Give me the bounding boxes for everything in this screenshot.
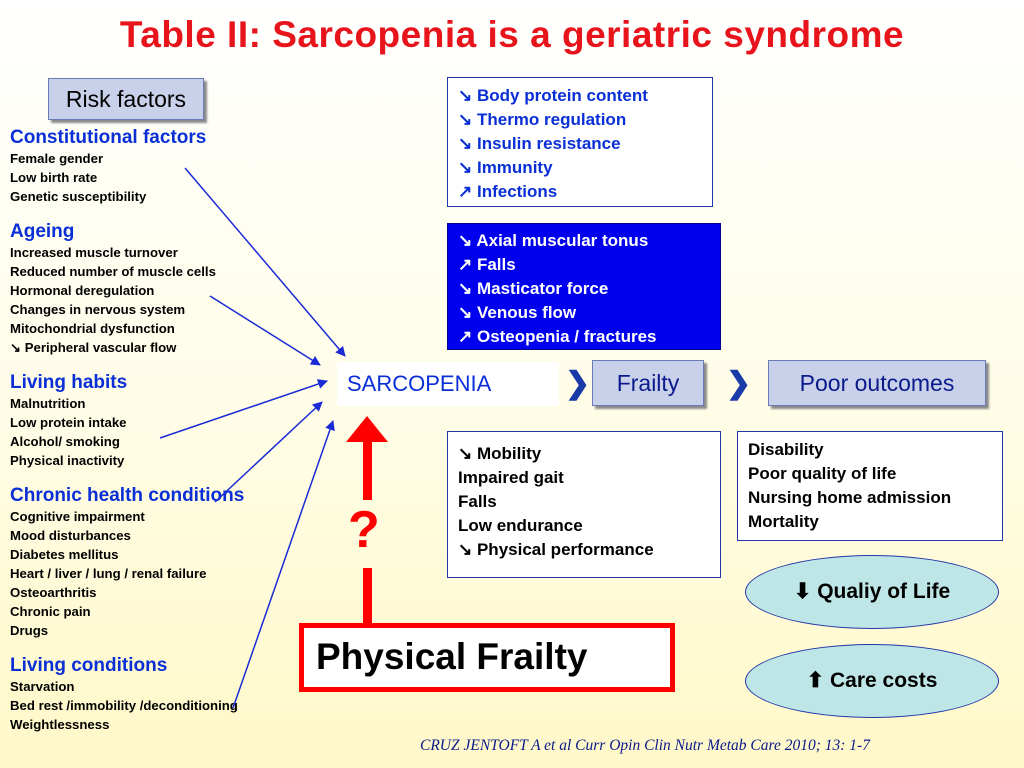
- risk-item: Hormonal deregulation: [10, 283, 155, 298]
- risk-factors-label: Risk factors: [48, 78, 204, 120]
- citation: CRUZ JENTOFT A et al Curr Opin Clin Nutr…: [420, 737, 870, 754]
- risk-item: Reduced number of muscle cells: [10, 264, 216, 279]
- effect-line: ↘ Axial muscular tonus: [458, 231, 649, 250]
- risk-item: ↘ Peripheral vascular flow: [10, 340, 177, 355]
- arrow-living-conditions: [232, 420, 335, 709]
- question-mark: ?: [348, 501, 380, 559]
- risk-item: Genetic susceptibility: [10, 189, 147, 204]
- risk-item: Malnutrition: [10, 396, 86, 411]
- poor-outcomes-node: Poor outcomes: [768, 360, 986, 406]
- risk-item: Physical inactivity: [10, 453, 125, 468]
- risk-group-heading: Ageing: [10, 221, 75, 242]
- outcomes-box: Disability Poor quality of life Nursing …: [737, 431, 1003, 541]
- risk-item: Low protein intake: [10, 415, 127, 430]
- arrow-living-habits: [159, 379, 328, 439]
- arrow-constitutional: [184, 167, 346, 357]
- effect-line: Impaired gait: [458, 468, 564, 487]
- outcome-line: Mortality: [748, 512, 819, 531]
- risk-group-heading: Constitutional factors: [10, 127, 207, 148]
- risk-item: Changes in nervous system: [10, 302, 186, 317]
- risk-item: Mood disturbances: [10, 528, 131, 543]
- outcome-line: Poor quality of life: [748, 464, 897, 483]
- physiology-effects-box: ↘ Body protein content ↘ Thermo regulati…: [447, 77, 713, 207]
- effect-line: ↘ Physical performance: [458, 540, 654, 559]
- chevron-right-icon: ❯: [726, 367, 752, 400]
- risk-item: Diabetes mellitus: [10, 547, 119, 562]
- effect-line: Low endurance: [458, 516, 583, 535]
- frailty-node: Frailty: [592, 360, 704, 406]
- effect-line: ↗ Infections: [458, 182, 558, 201]
- red-arrow-head: [346, 416, 388, 442]
- risk-item: Cognitive impairment: [10, 509, 145, 524]
- red-arrow-shaft-upper: [363, 438, 372, 500]
- risk-item: Low birth rate: [10, 170, 98, 185]
- red-arrow-shaft-lower: [363, 568, 372, 625]
- effect-line: ↘ Thermo regulation: [458, 110, 627, 129]
- chevron-right-icon: ❯: [565, 367, 591, 400]
- risk-item: Starvation: [10, 679, 75, 694]
- risk-group-chronic-health: Chronic health conditions Cognitive impa…: [10, 484, 310, 640]
- outcome-line: Nursing home admission: [748, 488, 952, 507]
- risk-group-constitutional: Constitutional factors Female gender Low…: [10, 126, 310, 206]
- page-title: Table II: Sarcopenia is a geriatric synd…: [119, 14, 905, 55]
- risk-item: Weightlessness: [10, 717, 110, 732]
- effect-line: ↗ Falls: [458, 255, 516, 274]
- effect-line: Falls: [458, 492, 497, 511]
- risk-item: Heart / liver / lung / renal failure: [10, 566, 207, 581]
- risk-item: Drugs: [10, 623, 49, 638]
- risk-group-heading: Chronic health conditions: [10, 485, 245, 506]
- risk-item: Mitochondrial dysfunction: [10, 321, 175, 336]
- risk-factor-list: Constitutional factors Female gender Low…: [10, 126, 310, 748]
- effect-line: ↘ Immunity: [458, 158, 553, 177]
- effect-line: ↘ Insulin resistance: [458, 134, 621, 153]
- sarcopenia-node: SARCOPENIA: [337, 362, 559, 406]
- risk-group-living-conditions: Living conditions Starvation Bed rest /i…: [10, 654, 310, 734]
- outcome-line: Disability: [748, 440, 824, 459]
- risk-item: Alcohol/ smoking: [10, 434, 120, 449]
- care-costs-oval: ⬆ Care costs: [745, 644, 999, 718]
- risk-item: Bed rest /immobility /deconditioning: [10, 698, 238, 713]
- effect-line: ↘ Venous flow: [458, 303, 577, 322]
- risk-item: Increased muscle turnover: [10, 245, 178, 260]
- effect-line: ↘ Masticator force: [458, 279, 609, 298]
- risk-item: Osteoarthritis: [10, 585, 97, 600]
- arrow-ageing: [209, 295, 321, 366]
- risk-group-heading: Living conditions: [10, 655, 168, 676]
- quality-of-life-oval: ⬇ Qualiy of Life: [745, 555, 999, 629]
- risk-group-living-habits: Living habits Malnutrition Low protein i…: [10, 371, 310, 470]
- effect-line: ↘ Mobility: [458, 444, 542, 463]
- risk-group-heading: Living habits: [10, 372, 128, 393]
- effect-line: ↘ Body protein content: [458, 86, 648, 105]
- risk-group-ageing: Ageing Increased muscle turnover Reduced…: [10, 220, 310, 357]
- risk-item: Chronic pain: [10, 604, 91, 619]
- mobility-effects-box: ↘ Mobility Impaired gait Falls Low endur…: [447, 431, 721, 578]
- arrow-chronic: [214, 401, 323, 503]
- musculoskeletal-effects-box: ↘ Axial muscular tonus ↗ Falls ↘ Mastica…: [447, 223, 721, 350]
- effect-line: ↗ Osteopenia / fractures: [458, 327, 657, 346]
- risk-item: Female gender: [10, 151, 104, 166]
- physical-frailty-box: Physical Frailty: [299, 623, 675, 692]
